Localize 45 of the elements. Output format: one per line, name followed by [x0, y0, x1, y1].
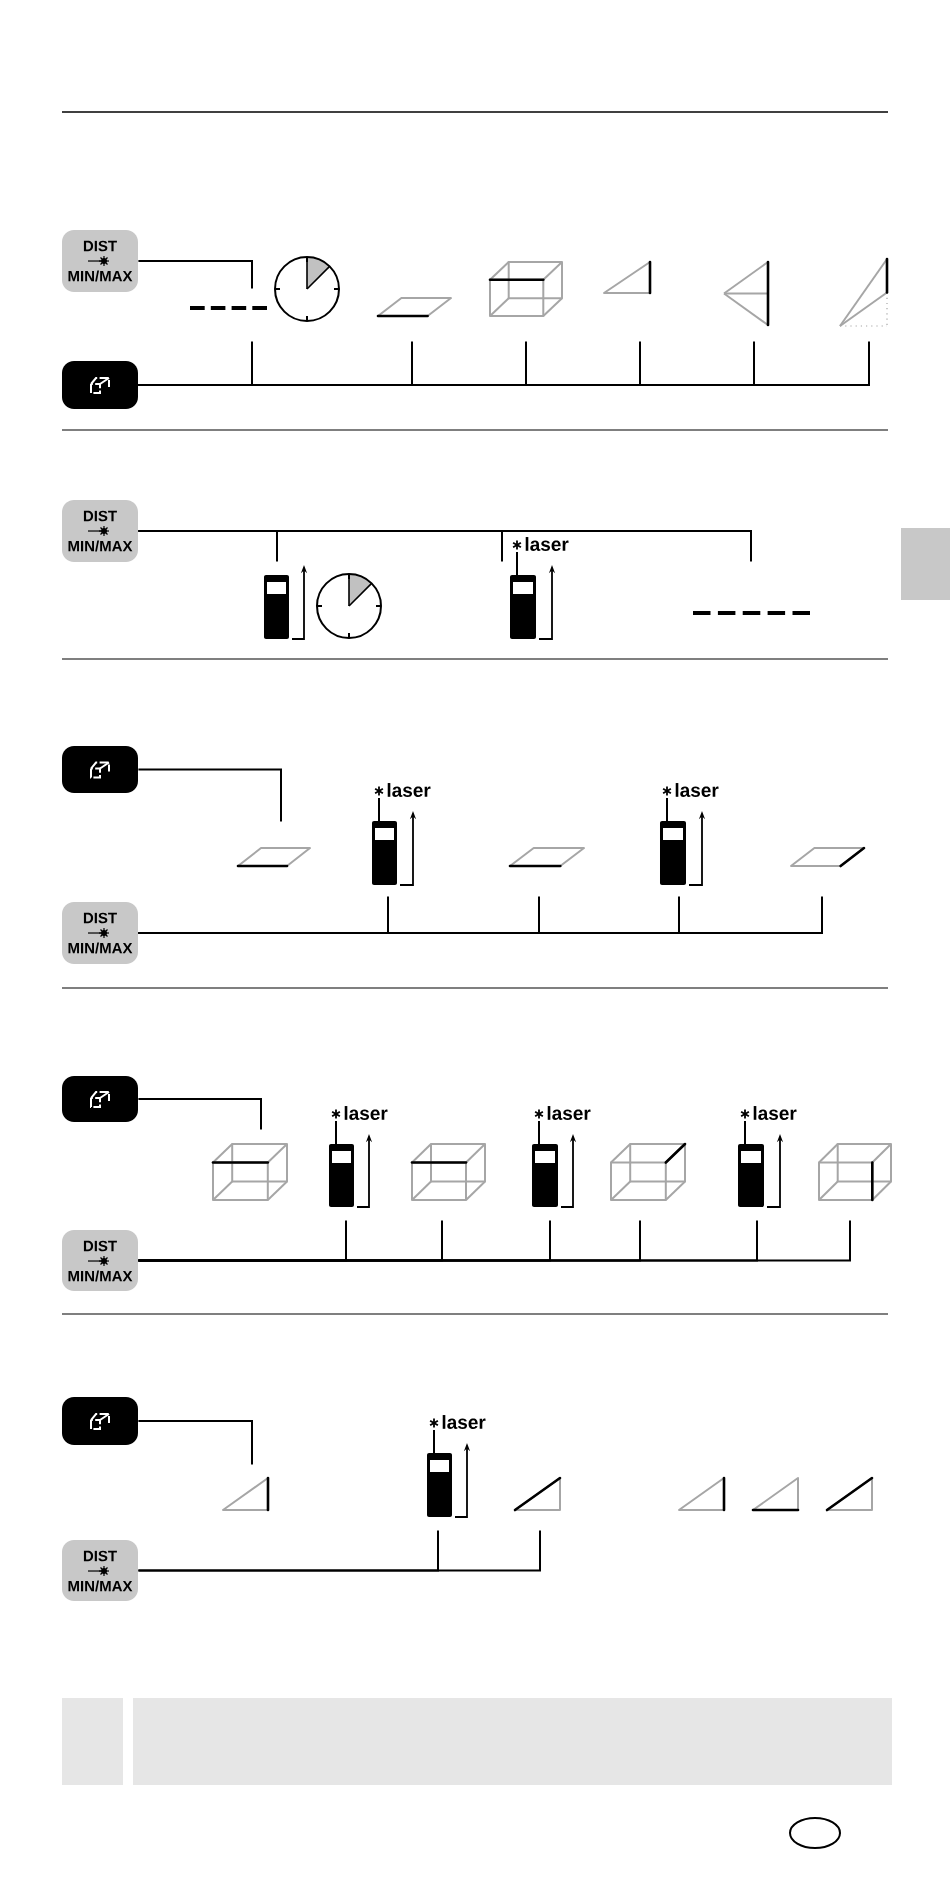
laser-label: laser [675, 783, 719, 797]
connector-line [137, 1420, 253, 1466]
parallelogram-icon [508, 847, 585, 868]
dashed-line [190, 306, 267, 310]
laser-label: laser [442, 1415, 486, 1429]
laser-label: laser [525, 537, 569, 551]
function-button [62, 1397, 138, 1445]
connector-line [137, 768, 282, 823]
dist-button: DIST MIN/MAX [62, 902, 138, 964]
parallelogram-icon [790, 846, 866, 868]
triangle-icon [513, 1476, 562, 1512]
laser-label: laser [387, 783, 431, 797]
parallelogram-icon [376, 297, 452, 318]
triangle-icon [839, 257, 889, 327]
dist-button: DIST MIN/MAX [62, 1230, 138, 1291]
connector-line [137, 340, 870, 386]
connector-line [137, 895, 823, 934]
function-button [62, 746, 138, 793]
triangle-icon [678, 1476, 726, 1512]
dashed-line [693, 611, 810, 615]
cube-icon [610, 1142, 687, 1201]
cube-icon [488, 261, 563, 317]
cube-icon [818, 1143, 892, 1202]
dist-button: DIST MIN/MAX [62, 500, 138, 562]
triangle-icon [723, 260, 770, 327]
function-button [62, 1076, 138, 1122]
parallelogram-icon [236, 847, 311, 868]
triangle-icon [751, 1477, 800, 1512]
triangle-icon [603, 260, 652, 295]
cube-icon [410, 1143, 486, 1201]
dist-button: DIST MIN/MAX [62, 230, 138, 292]
triangle-icon [222, 1476, 270, 1512]
laser-label: laser [753, 1106, 797, 1120]
clock-icon [316, 573, 382, 639]
laser-label: laser [344, 1106, 388, 1120]
connector-line [137, 530, 752, 563]
triangle-icon [825, 1476, 874, 1512]
laser-label: laser [547, 1106, 591, 1120]
cube-icon [211, 1143, 288, 1201]
connector-line [137, 1529, 541, 1572]
connector-line [137, 1098, 262, 1131]
clock-icon [274, 256, 340, 322]
connector-line [137, 260, 253, 290]
dist-button: DIST MIN/MAX [62, 1540, 138, 1601]
function-button [62, 361, 138, 409]
